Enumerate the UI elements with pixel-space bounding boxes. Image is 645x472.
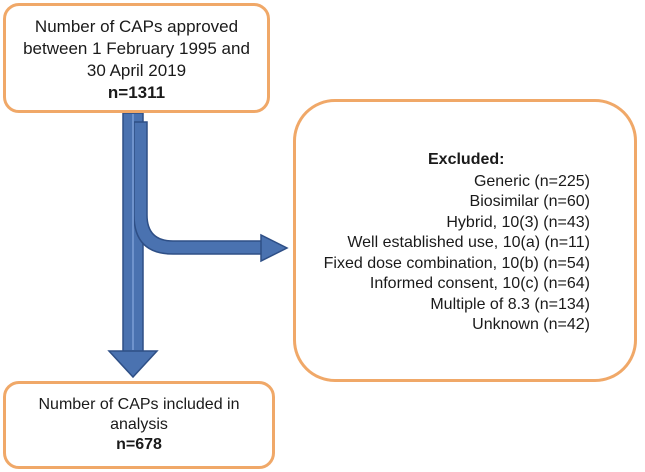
excluded-item-hybrid: Hybrid, 10(3) (n=43): [446, 213, 590, 231]
approved-caps-box: Number of CAPs approved between 1 Februa…: [3, 3, 270, 113]
excluded-item-fixed-dose: Fixed dose combination, 10(b) (n=54): [323, 254, 590, 272]
included-caps-box: Number of CAPs included in analysis n=67…: [3, 381, 275, 469]
approved-count: n=1311: [107, 83, 166, 102]
approved-line-3: 30 April 2019: [86, 61, 187, 80]
excluded-item-generic: Generic (n=225): [473, 172, 590, 190]
branch-arrow-shaft: [133, 121, 263, 255]
excluded-box: Excluded: Generic (n=225) Biosimilar (n=…: [293, 99, 637, 382]
excluded-item-multiple: Multiple of 8.3 (n=134): [430, 295, 590, 313]
approved-line-2: between 1 February 1995 and: [23, 39, 250, 58]
down-arrow-head: [107, 350, 159, 379]
included-line-2: analysis: [110, 416, 168, 433]
excluded-item-well-established: Well established use, 10(a) (n=11): [347, 234, 590, 251]
excluded-heading: Excluded:: [428, 151, 505, 168]
excluded-item-biosimilar: Biosimilar (n=60): [469, 193, 590, 210]
excluded-item-unknown: Unknown (n=42): [472, 316, 590, 333]
excluded-item-informed-consent: Informed consent, 10(c) (n=64): [369, 275, 590, 292]
approved-line-1: Number of CAPs approved: [34, 17, 239, 36]
included-line-1: Number of CAPs included in: [38, 396, 240, 413]
included-count: n=678: [116, 436, 162, 453]
right-arrow-head: [260, 233, 289, 263]
